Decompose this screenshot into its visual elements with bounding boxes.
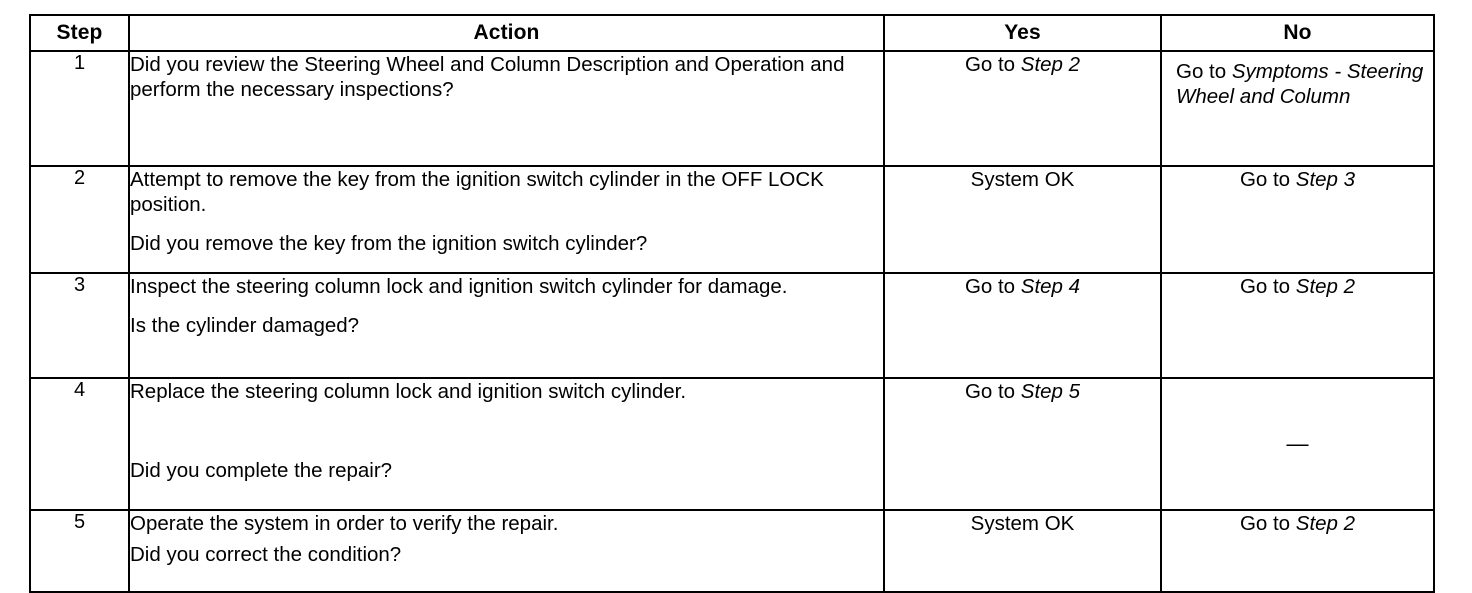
- no-answer-cell: Go to Step 2: [1160, 272, 1435, 379]
- action-cell: Operate the system in order to verify th…: [128, 509, 885, 593]
- column-header-step: Step: [29, 14, 130, 52]
- no-answer-cell: Go to Step 3: [1160, 165, 1435, 274]
- no-answer-cell: Go to Step 2: [1160, 509, 1435, 593]
- no-answer-prefix: Go to: [1239, 168, 1296, 191]
- yes-answer-cell: System OK: [883, 509, 1162, 593]
- table-row: 3 Inspect the steering column lock and i…: [29, 272, 1435, 379]
- column-header-yes: Yes: [883, 14, 1162, 52]
- no-answer-dash: —: [1286, 430, 1309, 456]
- yes-answer-reference: Step 2: [1020, 53, 1081, 76]
- action-text-primary: Operate the system in order to verify th…: [130, 512, 559, 535]
- action-text-primary: Inspect the steering column lock and ign…: [130, 275, 788, 298]
- column-header-no: No: [1160, 14, 1435, 52]
- no-answer-prefix: Go to: [1176, 60, 1232, 83]
- no-answer-reference: Step 3: [1295, 168, 1356, 191]
- yes-answer-prefix: Go to: [964, 53, 1021, 76]
- table-row: 1 Did you review the Steering Wheel and …: [29, 50, 1435, 167]
- action-text-primary: Attempt to remove the key from the ignit…: [130, 168, 824, 216]
- step-number: 1: [29, 50, 130, 167]
- yes-answer-cell: System OK: [883, 165, 1162, 274]
- action-cell: Replace the steering column lock and ign…: [128, 377, 885, 511]
- yes-answer-cell: Go to Step 5: [883, 377, 1162, 511]
- action-text-primary: Replace the steering column lock and ign…: [130, 380, 687, 403]
- no-answer-cell: —: [1160, 377, 1435, 511]
- no-answer-reference: Step 2: [1295, 512, 1356, 535]
- step-number: 5: [29, 509, 130, 593]
- action-cell: Attempt to remove the key from the ignit…: [128, 165, 885, 274]
- no-answer-prefix: Go to: [1239, 512, 1296, 535]
- table-row: 5 Operate the system in order to verify …: [29, 509, 1435, 593]
- no-answer-prefix: Go to: [1239, 275, 1296, 298]
- no-answer-reference: Step 2: [1295, 275, 1356, 298]
- action-text-question: Did you correct the condition?: [130, 543, 402, 566]
- diagnostic-table: Step Action Yes No 1 Did you review the …: [29, 14, 1435, 593]
- yes-answer-reference: Step 4: [1020, 275, 1081, 298]
- yes-answer-prefix: System OK: [970, 168, 1075, 191]
- table-row: 4 Replace the steering column lock and i…: [29, 377, 1435, 511]
- no-answer-reference: Symptoms - Steering Wheel and Column: [1176, 60, 1424, 108]
- action-cell: Did you review the Steering Wheel and Co…: [128, 50, 885, 167]
- yes-answer-prefix: Go to: [964, 275, 1021, 298]
- yes-answer-prefix: System OK: [970, 512, 1075, 535]
- action-text-question: Is the cylinder damaged?: [130, 314, 360, 337]
- yes-answer-cell: Go to Step 4: [883, 272, 1162, 379]
- table-header-row: Step Action Yes No: [29, 14, 1435, 52]
- step-number: 2: [29, 165, 130, 274]
- action-text-primary: Did you review the Steering Wheel and Co…: [130, 53, 845, 101]
- yes-answer-cell: Go to Step 2: [883, 50, 1162, 167]
- column-header-action: Action: [128, 14, 885, 52]
- step-number: 4: [29, 377, 130, 511]
- yes-answer-reference: Step 5: [1020, 380, 1081, 403]
- action-text-question: Did you remove the key from the ignition…: [130, 232, 648, 255]
- table-row: 2 Attempt to remove the key from the ign…: [29, 165, 1435, 274]
- action-cell: Inspect the steering column lock and ign…: [128, 272, 885, 379]
- yes-answer-prefix: Go to: [964, 380, 1021, 403]
- no-answer-cell: Go to Symptoms - Steering Wheel and Colu…: [1160, 50, 1435, 167]
- step-number: 3: [29, 272, 130, 379]
- action-text-question: Did you complete the repair?: [130, 459, 393, 482]
